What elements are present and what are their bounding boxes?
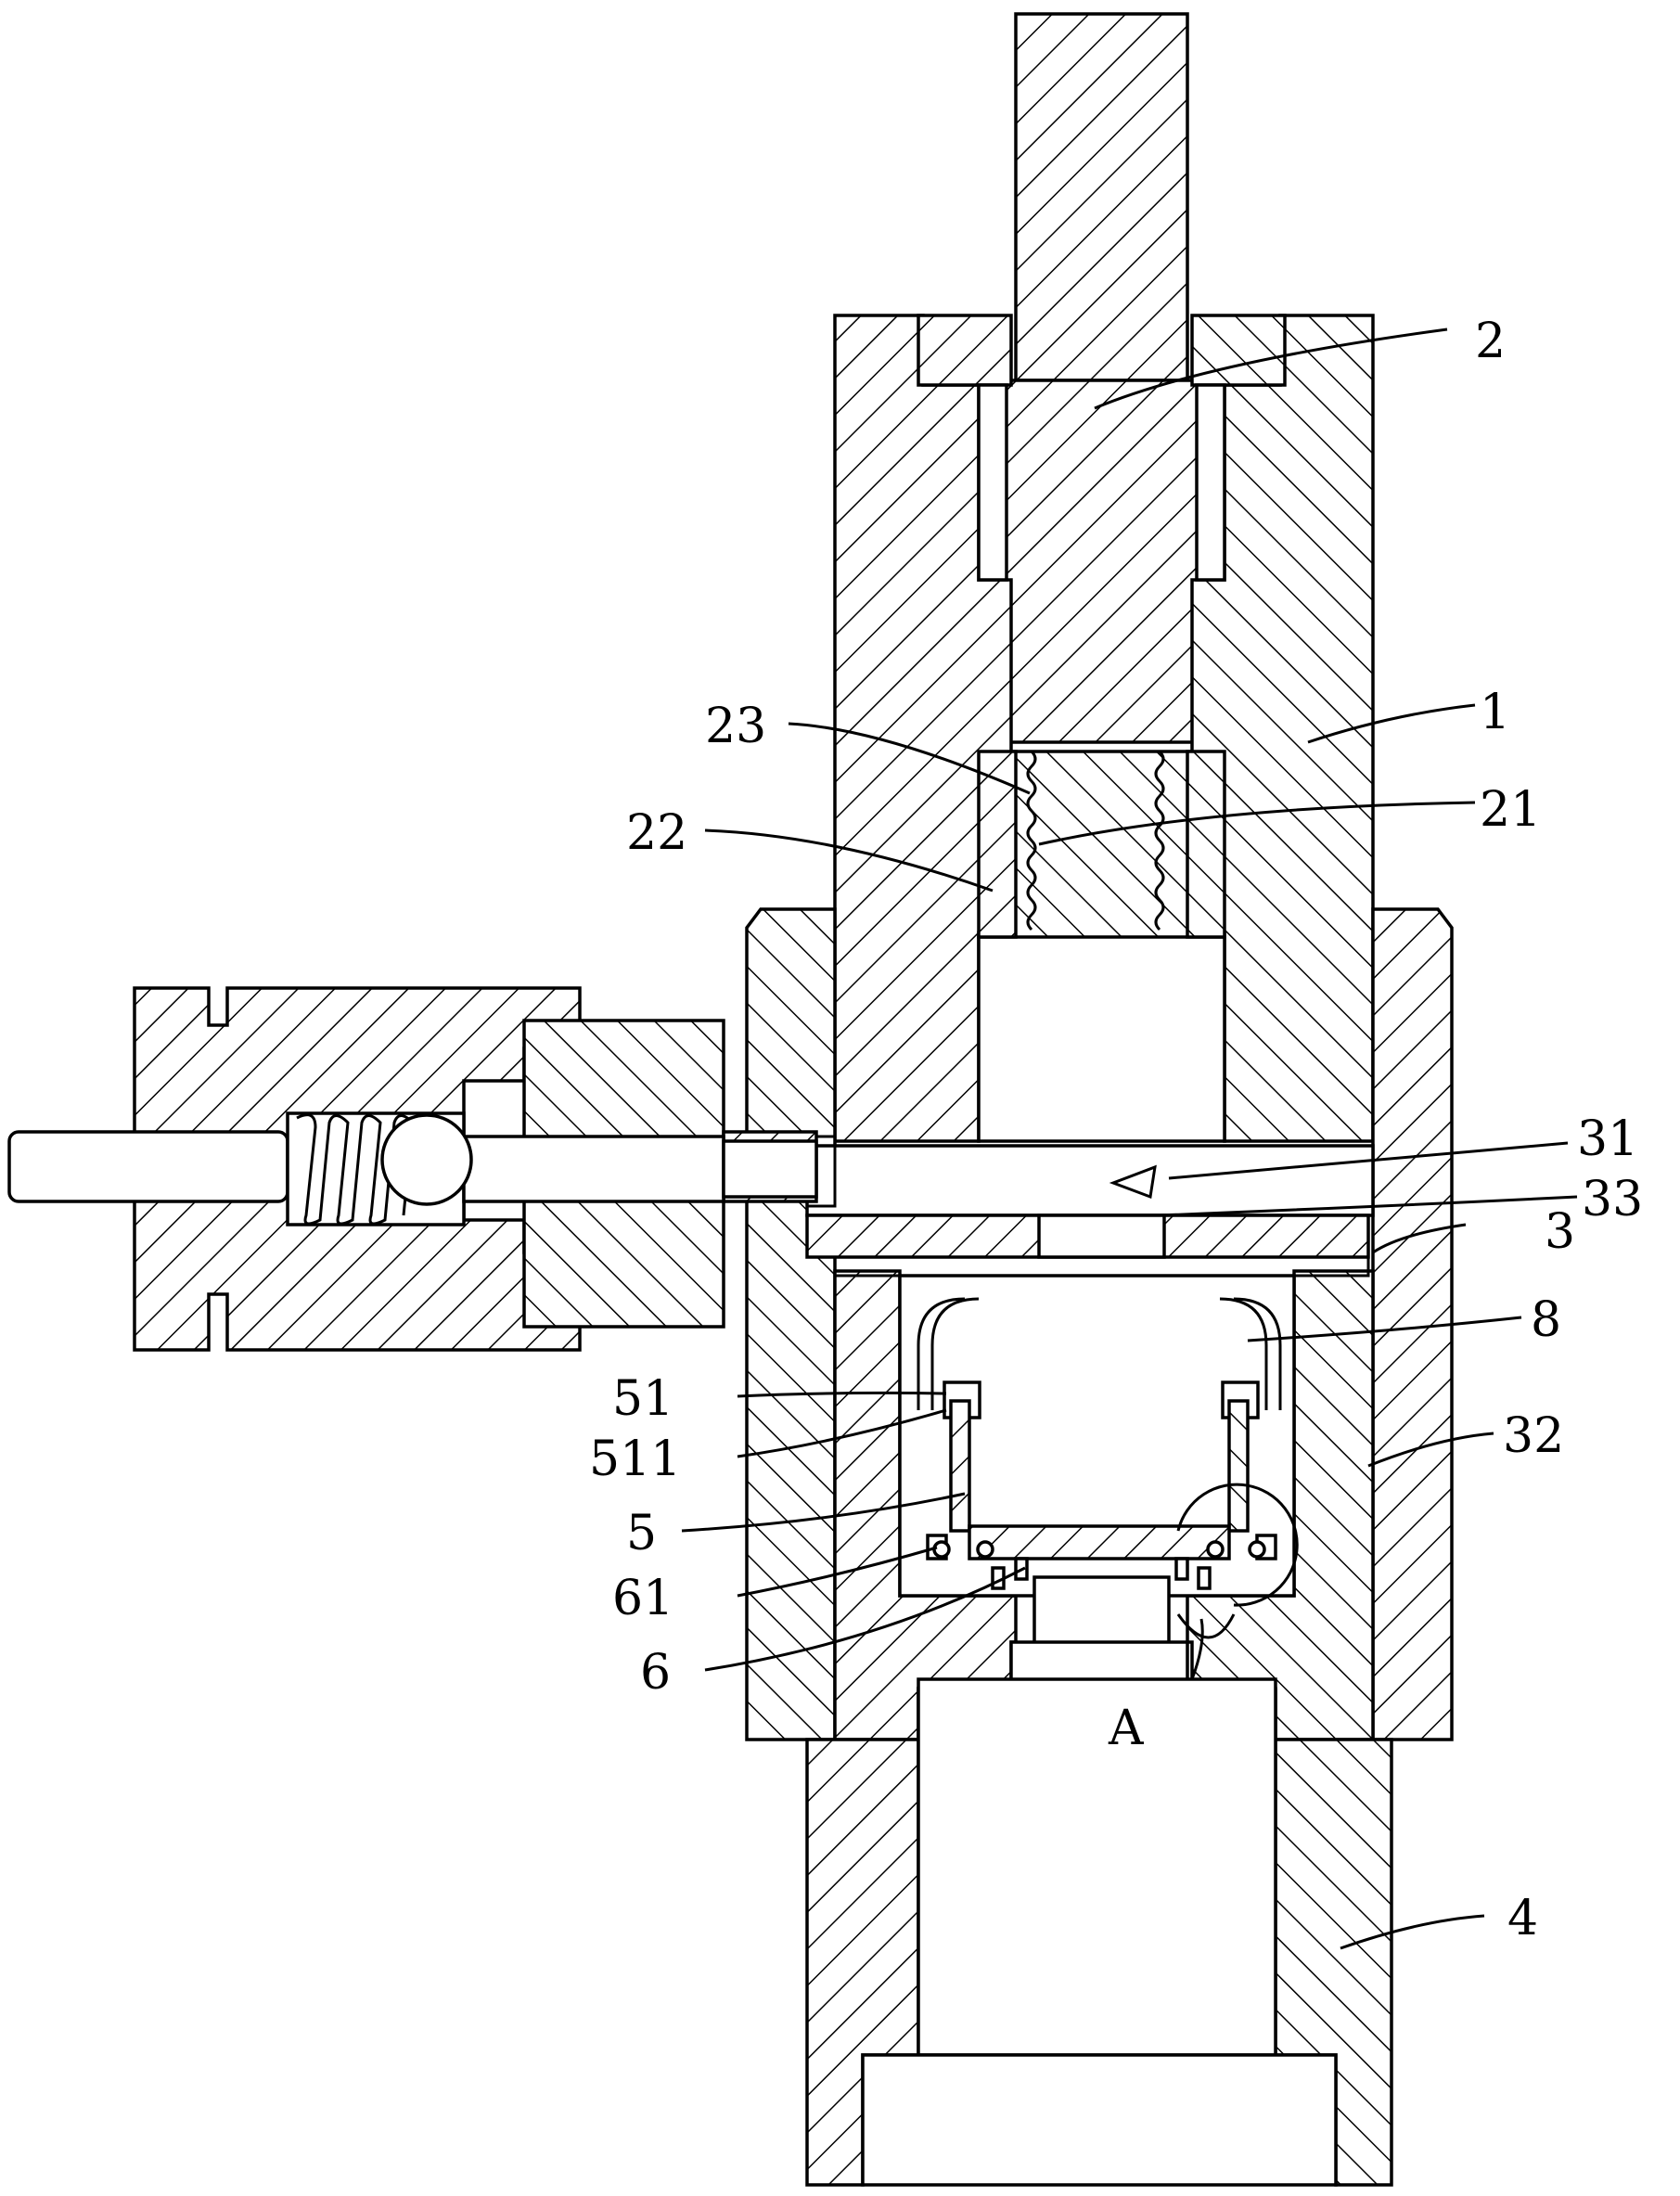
- lower-body-part-4: [805, 1677, 1393, 2187]
- label-31: 31: [1577, 1111, 1638, 1167]
- label-5: 5: [626, 1506, 657, 1561]
- label-61: 61: [612, 1571, 673, 1626]
- label-33: 33: [1582, 1172, 1643, 1227]
- label-8: 8: [1531, 1292, 1561, 1348]
- label-32: 32: [1503, 1408, 1564, 1464]
- outer-sleeve-part-3: [745, 907, 1454, 1741]
- label-51: 51: [612, 1371, 673, 1427]
- label-511: 511: [589, 1432, 681, 1487]
- upper-body-part-1: [833, 314, 1375, 1143]
- label-1: 1: [1480, 685, 1510, 740]
- label-6: 6: [640, 1645, 671, 1701]
- left-valve: [7, 986, 818, 1352]
- label-a: A: [1108, 1701, 1145, 1756]
- detail-circle-a: [1176, 1483, 1299, 1680]
- label-2: 2: [1475, 314, 1506, 369]
- inner-assembly: [917, 1297, 1282, 1695]
- threaded-insert: [977, 750, 1226, 939]
- callout-labels: 2 1 23 21 22 31 33 3 8 51 32 511 5 61 6 …: [589, 314, 1643, 1946]
- label-23: 23: [705, 699, 766, 754]
- label-4: 4: [1507, 1891, 1538, 1946]
- leader-lines: [681, 327, 1578, 1950]
- label-21: 21: [1480, 782, 1541, 838]
- label-3: 3: [1545, 1204, 1575, 1260]
- channel-part-31: [805, 1135, 1375, 1259]
- label-22: 22: [626, 805, 687, 861]
